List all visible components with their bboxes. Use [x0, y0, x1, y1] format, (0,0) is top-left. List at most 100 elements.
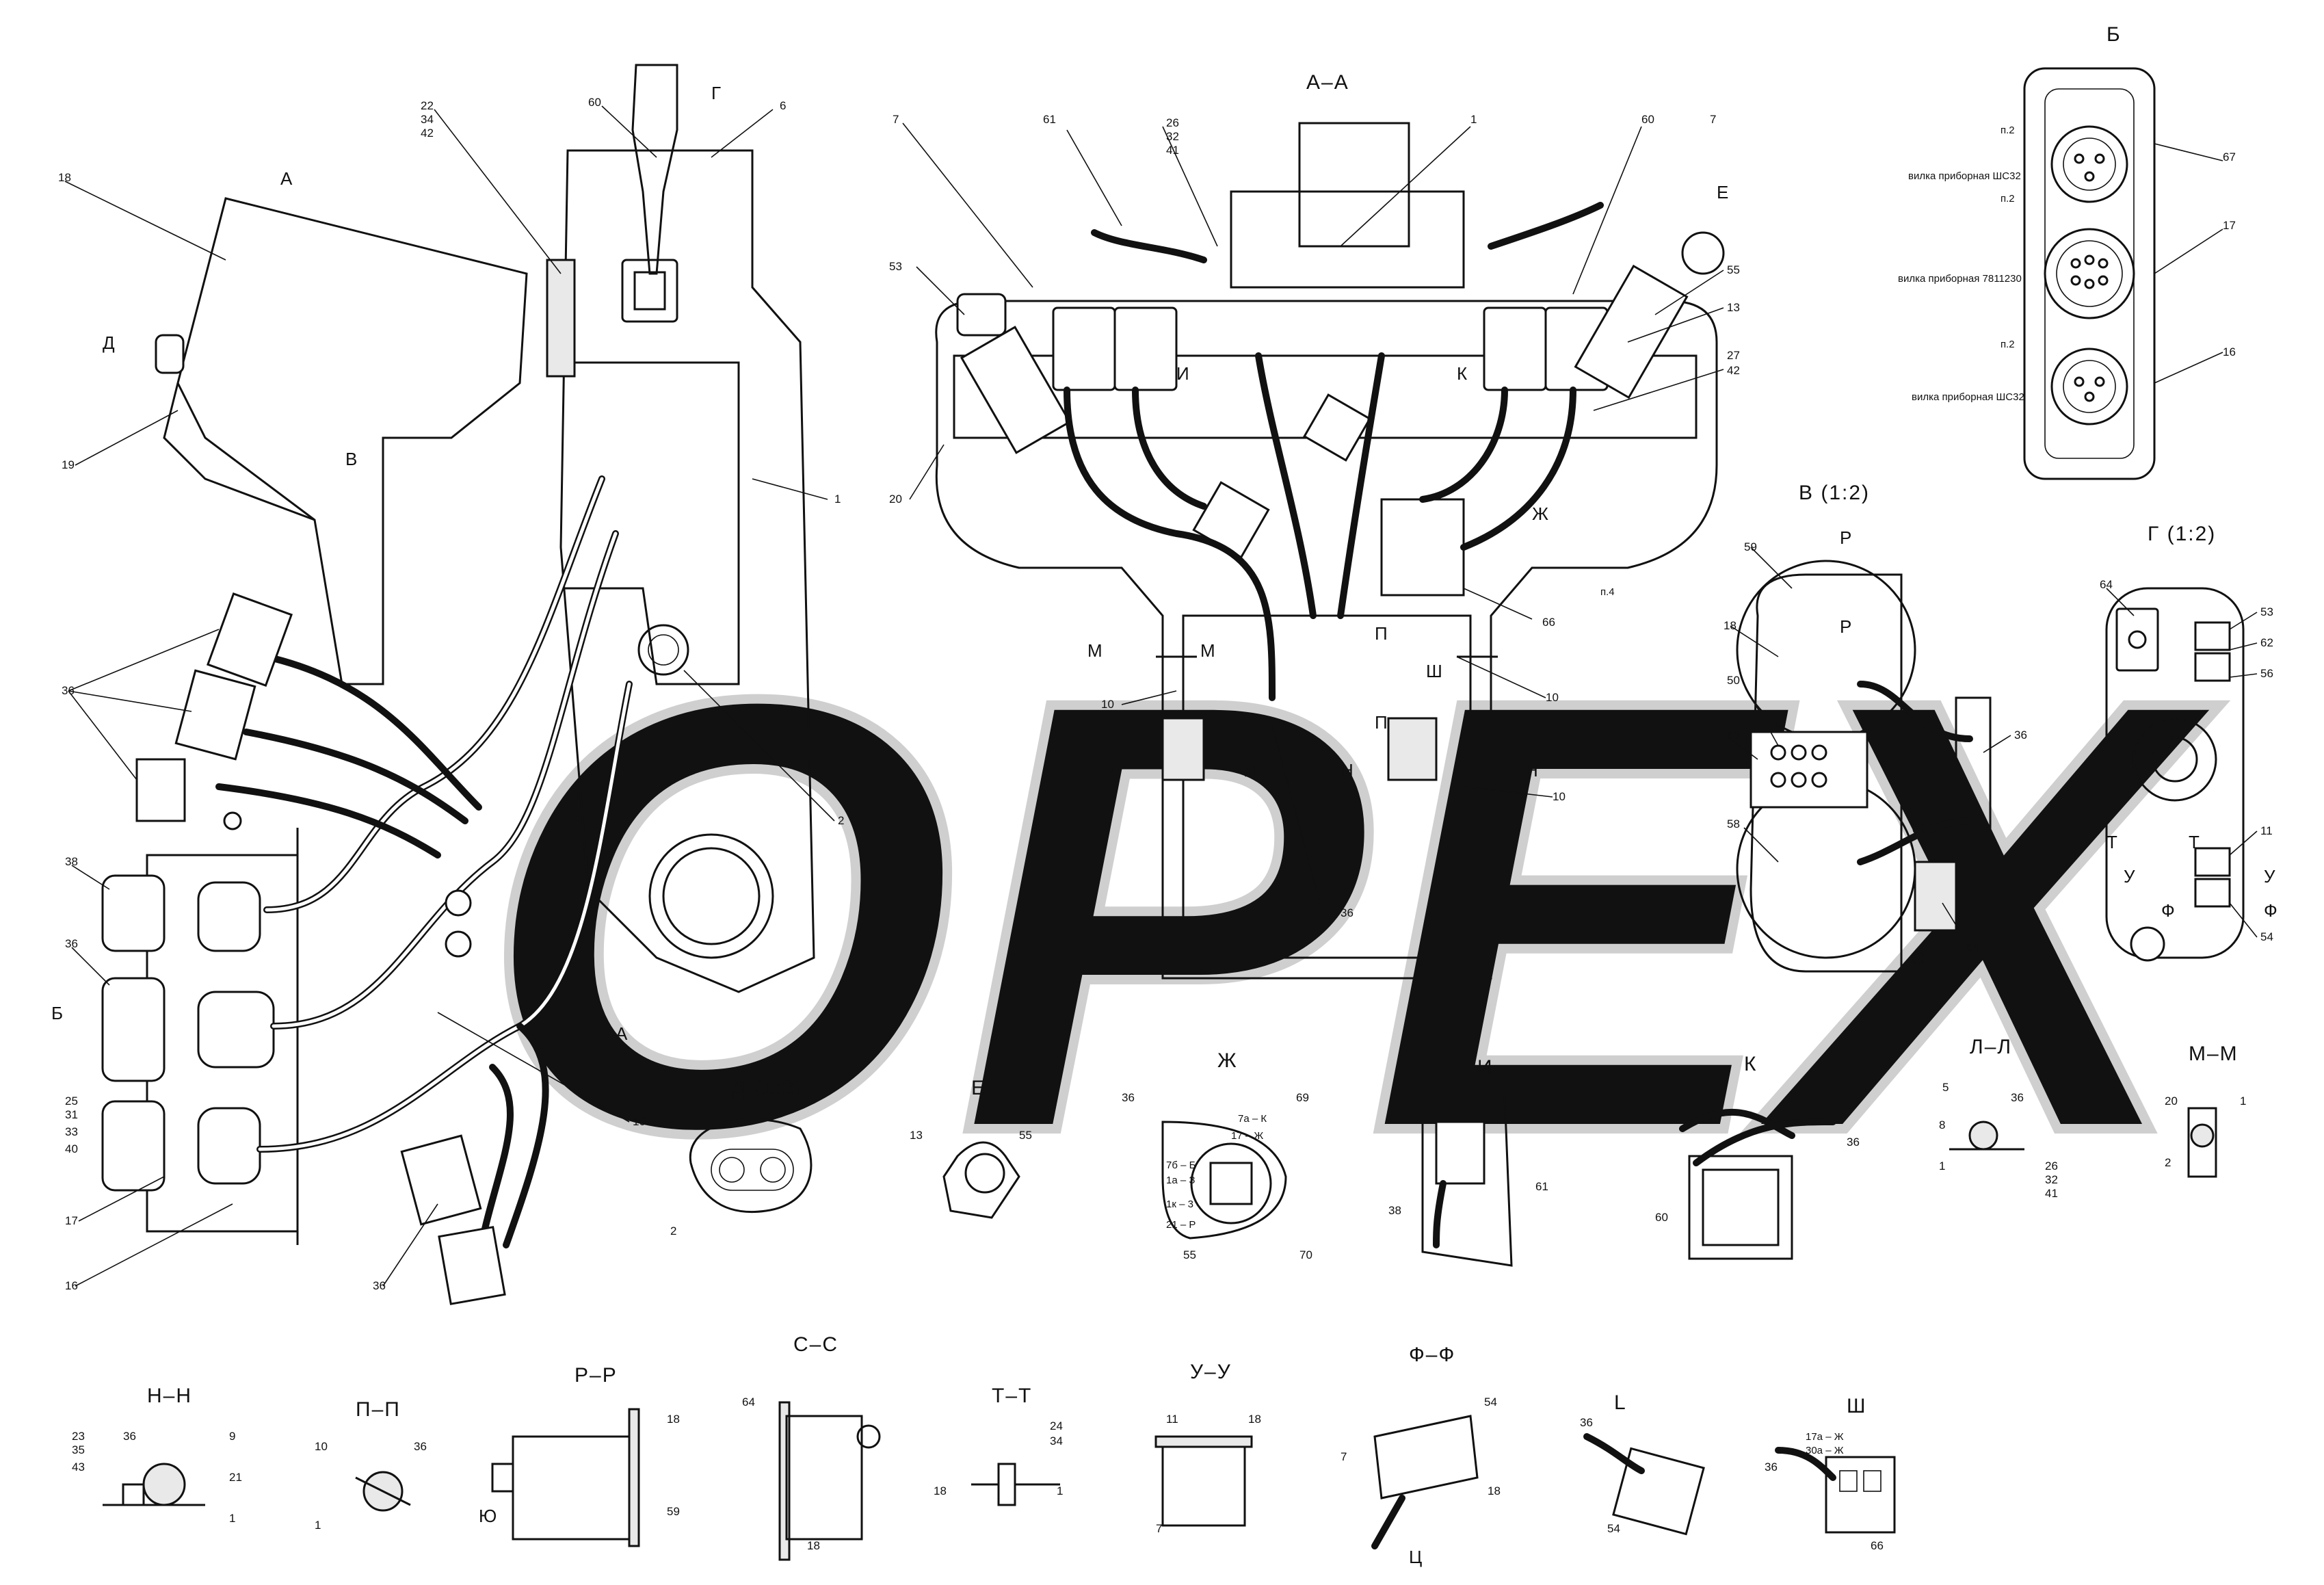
wire-code-3: 7б – Б [1166, 1160, 1196, 1171]
marker-f-right: Ф [2264, 900, 2277, 921]
callout-10-b: 10 [1546, 691, 1559, 704]
title-tt: Т–Т [992, 1385, 1032, 1407]
callout-7-a: 7 [893, 113, 899, 126]
callout-42-a: 42 [421, 127, 434, 140]
callout-2-c: 2 [2165, 1156, 2171, 1169]
detail-ff [1371, 1415, 1479, 1549]
callout-64-a: 64 [1966, 941, 1979, 954]
title-ss: С–С [793, 1333, 839, 1356]
callout-10-d: 10 [1553, 790, 1566, 803]
callout-18-c: 18 [667, 1413, 680, 1426]
callout-38-a: 38 [65, 855, 78, 868]
callout-21: 21 [229, 1471, 242, 1484]
note-p4: п.4 [1600, 586, 1615, 598]
callout-13-a: 13 [1727, 301, 1740, 314]
callout-60-a: 60 [588, 96, 601, 109]
wire-code-1: 7а – К [1238, 1113, 1267, 1125]
callout-55-b: 55 [1019, 1129, 1032, 1142]
callout-18-f: 18 [1248, 1413, 1261, 1426]
callout-60-b: 60 [1641, 113, 1654, 126]
view-g [2105, 587, 2245, 962]
marker-e: Е [1717, 182, 1728, 202]
callout-36-b: 36 [65, 937, 78, 950]
plug-shs32-bottom [2050, 348, 2128, 425]
section-titles: А–А Б В (1:2) Г (1:2) Д (1:2) Е Ж И К Л–… [147, 23, 2237, 1421]
callout-25: 25 [65, 1095, 78, 1108]
marker-g-top: Г [711, 83, 721, 103]
note-plug-bot: вилка приборная ШС32 [1912, 391, 2024, 403]
title-zh: Ж [1217, 1049, 1238, 1072]
marker-d: Д [103, 332, 115, 353]
callout-31: 31 [65, 1108, 78, 1121]
leader-lines [64, 105, 2258, 1287]
title-l: L [1614, 1391, 1627, 1414]
title-sh: Ш [1847, 1395, 1867, 1417]
marker-yu: Ю [479, 1506, 497, 1526]
title-uu: У–У [1190, 1361, 1232, 1383]
callout-70: 70 [1299, 1248, 1312, 1261]
title-e: Е [971, 1077, 986, 1099]
detail-tt [971, 1463, 1060, 1506]
marker-n-right: Н [1525, 760, 1538, 781]
callout-17-a: 17 [65, 1214, 78, 1227]
callout-numbers: 18 19 22 34 42 60 6 1 2 36 38 36 25 31 3… [58, 96, 2273, 1552]
callout-20-b: 20 [2165, 1095, 2178, 1108]
callout-35: 35 [72, 1443, 85, 1456]
callout-34-a: 34 [421, 113, 434, 126]
callout-38-b: 38 [1388, 1204, 1401, 1217]
callout-10-c: 10 [1101, 698, 1114, 711]
section-aa-view [935, 122, 1725, 980]
detail-sh [1775, 1447, 1896, 1534]
wire-codes: 7а – К 17 – Ж 7б – Б 1а – З 1к – 3 21 – … [1166, 1113, 1844, 1456]
callout-36-c: 36 [373, 1279, 386, 1292]
wire-code-5: 1к – 3 [1166, 1198, 1193, 1210]
callout-66-a: 66 [1542, 616, 1555, 629]
callout-36-l: 36 [1765, 1460, 1778, 1473]
callout-10-e: 10 [315, 1440, 328, 1453]
callout-36-f: 36 [1122, 1091, 1135, 1104]
callout-7-c: 7 [1156, 1522, 1162, 1535]
round-connector-36 [101, 977, 275, 1082]
callout-68: 68 [1727, 729, 1740, 742]
callout-18-e: 18 [934, 1484, 947, 1497]
marker-a-top: А [280, 168, 293, 189]
round-connector-25 [101, 1100, 261, 1192]
callout-7-d: 7 [1341, 1450, 1347, 1463]
callout-61-a: 61 [1043, 113, 1056, 126]
detail-ll [1949, 1121, 2024, 1151]
callout-36-g: 36 [1847, 1136, 1860, 1149]
callout-36-h: 36 [2011, 1091, 2024, 1104]
plug-shs32-top [2050, 125, 2128, 203]
note-plug-mid: вилка приборная 7811230 [1898, 273, 2022, 285]
callout-6: 6 [780, 99, 786, 112]
callout-16-a: 16 [65, 1279, 78, 1292]
callout-36-j: 36 [414, 1440, 427, 1453]
marker-r-top: Р [1840, 527, 1851, 548]
marker-n-left: Н [1341, 760, 1354, 781]
marker-f: Ф [2161, 900, 2175, 921]
callout-36-i: 36 [123, 1430, 136, 1443]
detail-e [942, 1141, 1020, 1219]
callout-1-b: 1 [1470, 113, 1477, 126]
callout-54-b: 54 [1484, 1396, 1497, 1409]
callout-40: 40 [65, 1142, 78, 1155]
marker-u-right: У [2264, 866, 2275, 887]
detail-ss [778, 1401, 881, 1561]
wire-code-7: 17а – Ж [1806, 1431, 1844, 1443]
callout-16-b: 16 [2223, 345, 2236, 358]
note-p2-bot: п.2 [2001, 339, 2015, 350]
callout-64-c: 64 [742, 1396, 755, 1409]
callout-53-a: 53 [889, 260, 902, 273]
title-g: Г (1:2) [2148, 523, 2216, 545]
detail-i [1421, 1093, 1513, 1267]
callout-59: 59 [1744, 540, 1757, 553]
callout-19: 19 [62, 458, 75, 471]
marker-v: В [345, 449, 357, 469]
title-rr: Р–Р [575, 1364, 618, 1387]
round-connector-38 [101, 874, 261, 952]
title-aa: А–А [1306, 71, 1349, 94]
callout-26-a: 26 [1166, 116, 1179, 129]
detail-rr [491, 1408, 640, 1547]
marker-p-right: П [1375, 712, 1388, 733]
callout-56: 56 [2260, 667, 2273, 680]
